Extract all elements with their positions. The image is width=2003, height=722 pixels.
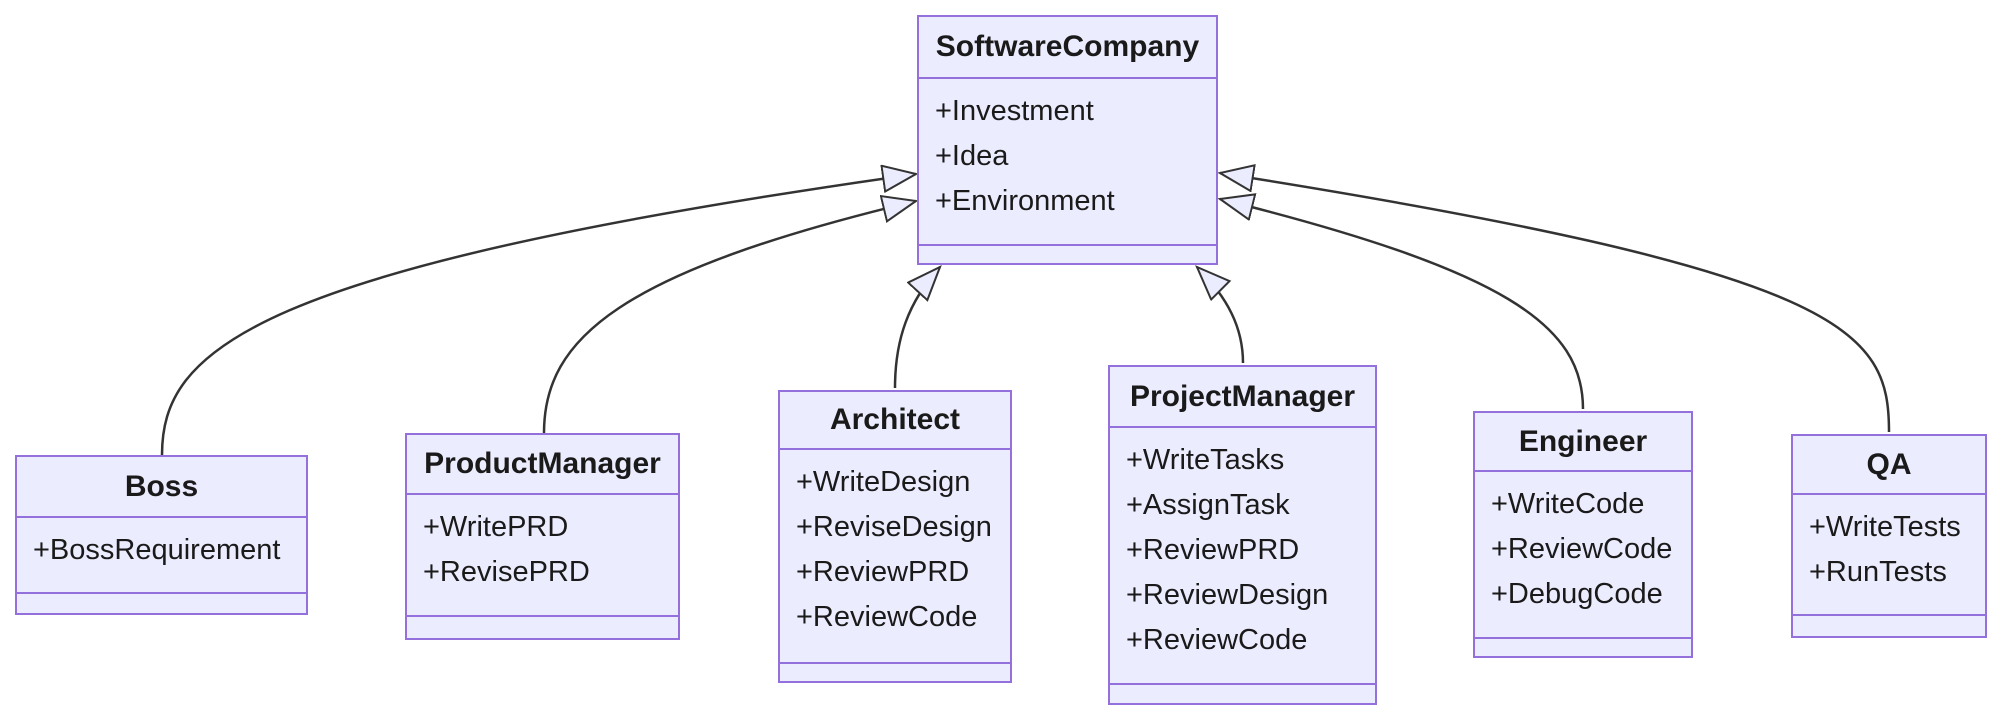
class-methods-empty <box>1475 639 1691 656</box>
class-attributes: +WriteDesign +ReviseDesign +ReviewPRD +R… <box>780 448 1010 664</box>
class-title: Engineer <box>1518 424 1648 458</box>
class-title: QA <box>1866 447 1912 481</box>
class-methods-empty <box>1793 616 1985 636</box>
class-member: +WritePRD <box>423 511 569 543</box>
class-member: +Investment <box>935 95 1094 127</box>
edge-engineer-to-softwarecompany <box>1220 199 1585 410</box>
class-member: +BossRequirement <box>33 534 281 566</box>
class-member: +ReviseDesign <box>796 511 992 543</box>
class-member: +WriteDesign <box>796 466 971 498</box>
edge-projectmanager-to-softwarecompany <box>1197 267 1245 364</box>
class-box-engineer: Engineer +WriteCode +ReviewCode +DebugCo… <box>1473 411 1693 658</box>
class-methods-empty <box>780 664 1010 681</box>
class-methods-empty <box>919 246 1216 263</box>
class-member: +ReviewDesign <box>1126 579 1329 611</box>
class-box-productmanager: ProductManager +WritePRD +RevisePRD <box>405 433 680 640</box>
class-attributes: +WriteTests +RunTests <box>1793 493 1985 616</box>
class-box-softwarecompany: SoftwareCompany +Investment +Idea +Envir… <box>917 15 1218 265</box>
class-attributes: +BossRequirement <box>17 516 306 594</box>
class-box-projectmanager: ProjectManager +WriteTasks +AssignTask +… <box>1108 365 1377 705</box>
class-methods-empty <box>407 617 678 638</box>
class-member: +ReviewCode <box>796 601 978 633</box>
class-title: ProjectManager <box>1129 379 1356 413</box>
class-title: ProductManager <box>424 447 661 480</box>
class-attributes: +WritePRD +RevisePRD <box>407 493 678 617</box>
class-box-architect: Architect +WriteDesign +ReviseDesign +Re… <box>778 390 1012 683</box>
class-methods-empty <box>17 594 306 613</box>
class-member: +ReviewPRD <box>796 556 970 588</box>
class-member: +RevisePRD <box>423 556 590 588</box>
class-member: +AssignTask <box>1126 489 1290 521</box>
edge-productmanager-to-softwarecompany <box>542 201 916 434</box>
class-member: +ReviewCode <box>1126 624 1308 656</box>
class-attributes: +WriteTasks +AssignTask +ReviewPRD +Revi… <box>1110 426 1375 685</box>
edge-boss-to-softwarecompany <box>160 174 916 456</box>
class-member: +WriteTasks <box>1126 444 1285 476</box>
class-methods-empty <box>1110 685 1375 703</box>
class-box-boss: Boss +BossRequirement <box>15 455 308 615</box>
class-title: SoftwareCompany <box>935 30 1200 63</box>
class-member: +Environment <box>935 185 1115 217</box>
class-attributes: +WriteCode +ReviewCode +DebugCode <box>1475 470 1691 639</box>
class-title: Architect <box>829 403 961 436</box>
class-member: +ReviewCode <box>1491 533 1673 565</box>
class-attributes: +Investment +Idea +Environment <box>919 77 1216 246</box>
edge-architect-to-softwarecompany <box>893 267 940 389</box>
edge-qa-to-softwarecompany <box>1220 173 1891 433</box>
class-member: +RunTests <box>1809 556 1947 588</box>
class-member: +WriteCode <box>1491 488 1645 520</box>
class-member: +Idea <box>935 140 1009 172</box>
class-member: +WriteTests <box>1809 511 1961 543</box>
class-title: Boss <box>124 469 199 503</box>
class-member: +ReviewPRD <box>1126 534 1300 566</box>
class-member: +DebugCode <box>1491 578 1663 610</box>
class-box-qa: QA +WriteTests +RunTests <box>1791 434 1987 638</box>
